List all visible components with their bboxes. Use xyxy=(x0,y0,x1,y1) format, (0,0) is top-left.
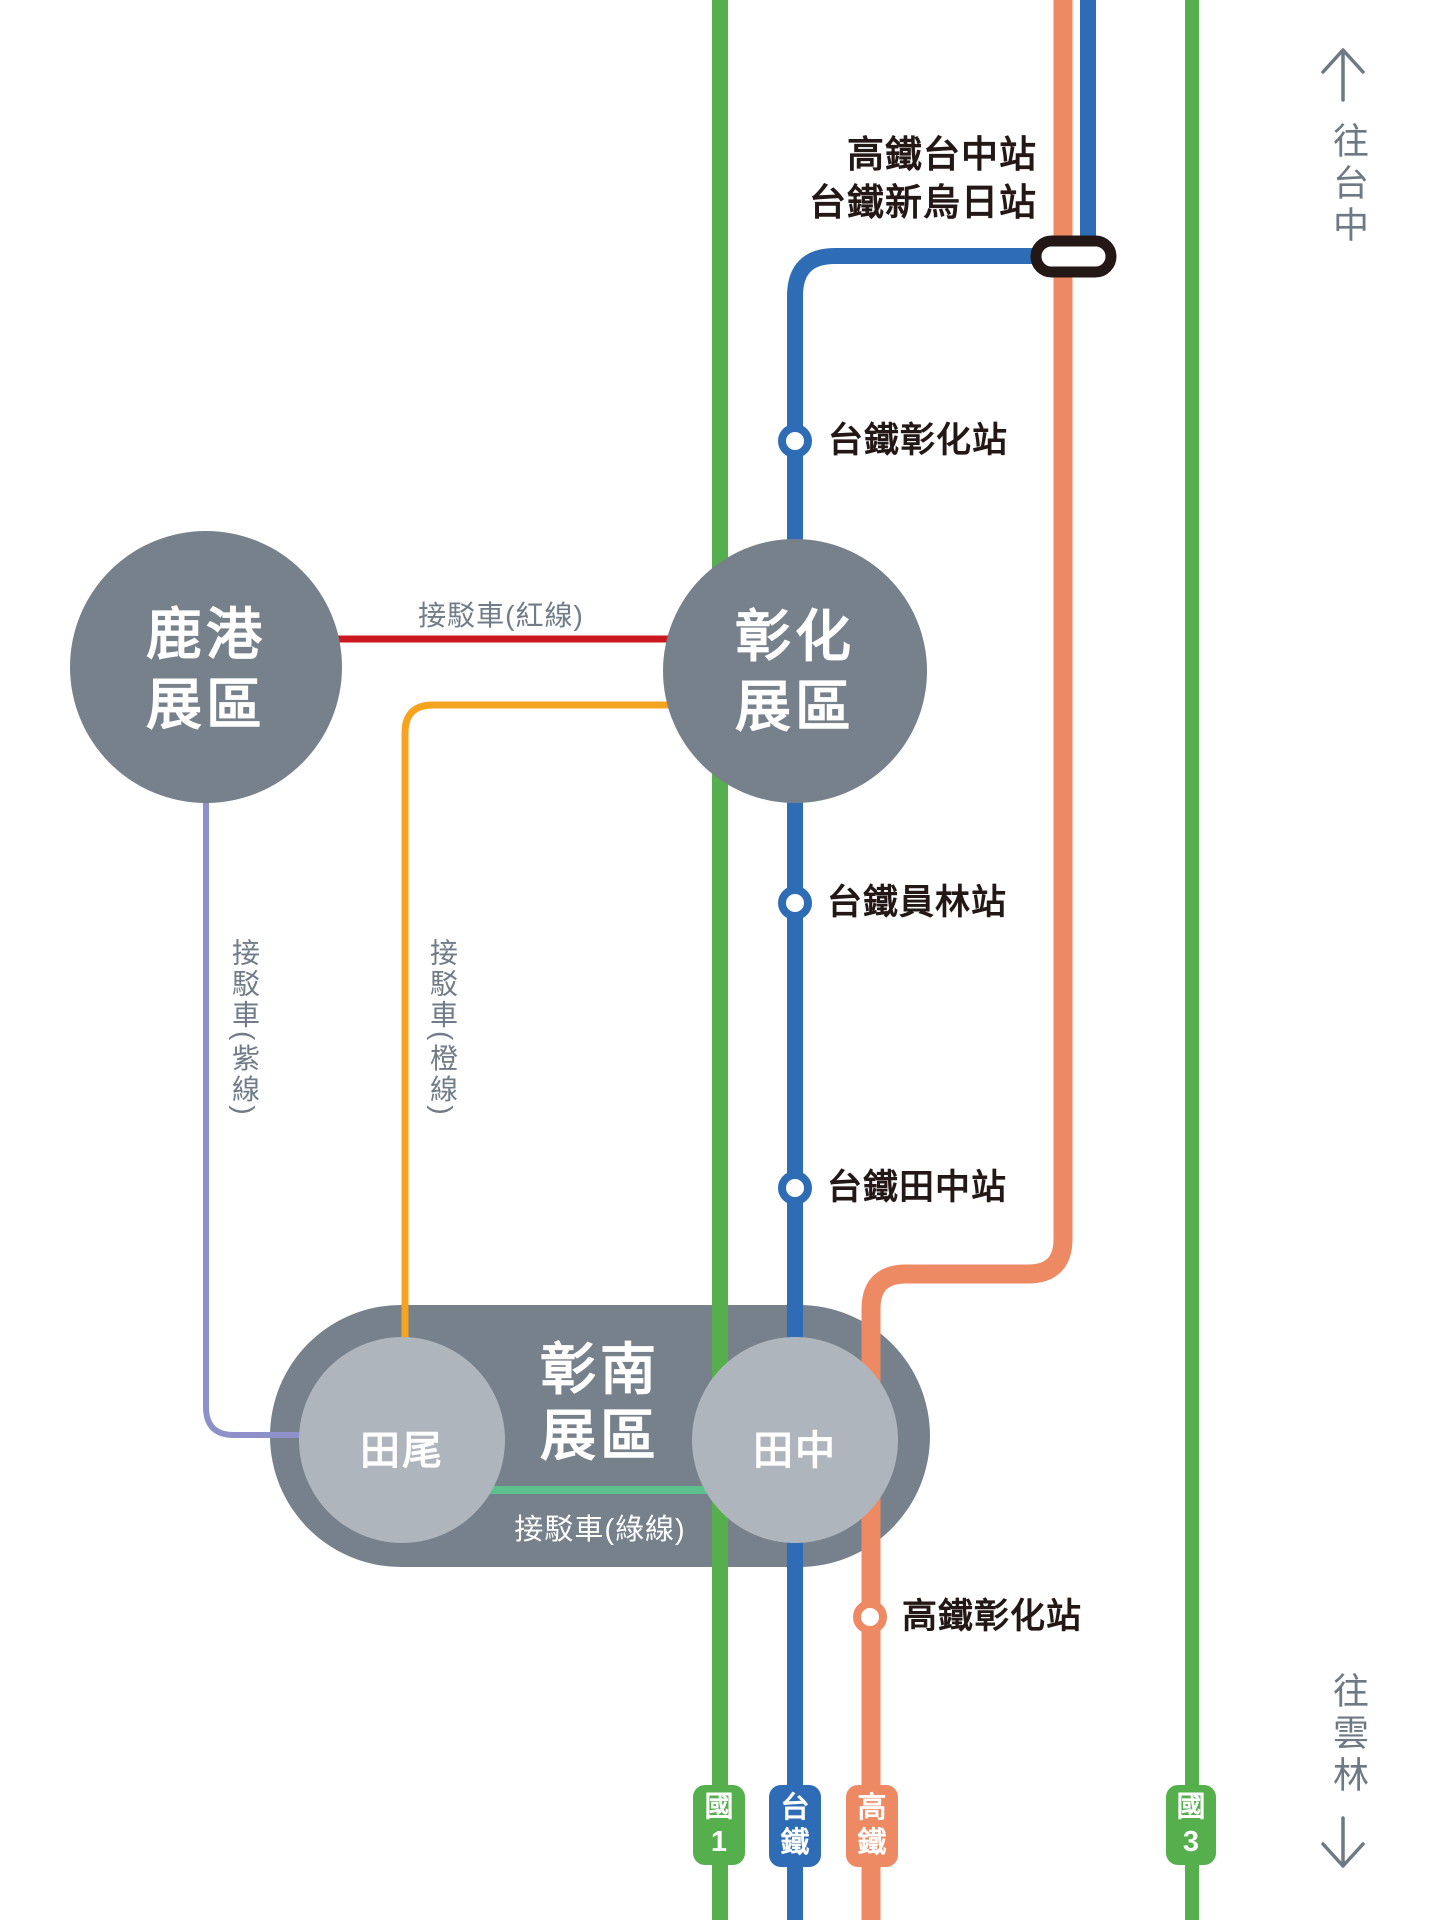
changhua-area-title: 彰化 展區 xyxy=(735,605,855,738)
tianwei-label: 田尾 xyxy=(360,1429,444,1473)
badge-highway1: 國 1 xyxy=(693,1785,745,1865)
lukang-area-title: 鹿港 展區 xyxy=(146,603,266,736)
station-label-changhua-hsr: 高鐵彰化站 xyxy=(902,1597,1083,1636)
badge-highway3: 國 3 xyxy=(1166,1785,1216,1865)
direction-to-yunlin: 往雲林 xyxy=(1328,1672,1369,1798)
yuanlin-tra-station-marker xyxy=(778,886,812,920)
hsr-line xyxy=(861,0,1073,1920)
arrow-up-icon xyxy=(1321,48,1365,102)
shuttle-purple-line xyxy=(203,667,402,1438)
shuttle-orange-label: 接駁車(橙線) xyxy=(427,938,458,1118)
station-label-changhua-tra: 台鐵彰化站 xyxy=(828,421,1009,460)
tra-line xyxy=(787,0,1096,1920)
direction-to-taichung: 往台中 xyxy=(1328,122,1369,248)
arrow-down-icon xyxy=(1321,1816,1365,1868)
shuttle-red-label: 接駁車(紅線) xyxy=(418,600,584,631)
lukang-area-circle xyxy=(70,531,342,803)
station-label-tianzhong-tra: 台鐵田中站 xyxy=(827,1168,1008,1207)
station-label-yuanlin-tra: 台鐵員林站 xyxy=(827,883,1008,922)
station-label-taichung-interchange: 高鐵台中站 台鐵新烏日站 xyxy=(809,134,1037,223)
shuttle-orange-line xyxy=(401,701,795,1440)
changhua-tra-station-marker xyxy=(778,424,812,458)
changhua-hsr-station-marker xyxy=(853,1600,887,1634)
tianzhong-circle xyxy=(692,1337,898,1543)
shuttle-green-label: 接駁車(綠線) xyxy=(514,1514,686,1546)
badge-tra: 台 鐵 xyxy=(769,1785,821,1867)
tianzhong-tra-station-marker xyxy=(778,1171,812,1205)
shuttle-purple-label: 接駁車(紫線) xyxy=(229,938,260,1118)
tianwei-circle xyxy=(299,1337,505,1543)
badge-hsr: 高 鐵 xyxy=(846,1785,898,1867)
south-changhua-area-title: 彰南 展區 xyxy=(540,1338,660,1467)
taichung-interchange-marker xyxy=(1030,235,1117,278)
tianzhong-label: 田中 xyxy=(753,1429,837,1473)
changhua-area-circle xyxy=(663,539,927,803)
